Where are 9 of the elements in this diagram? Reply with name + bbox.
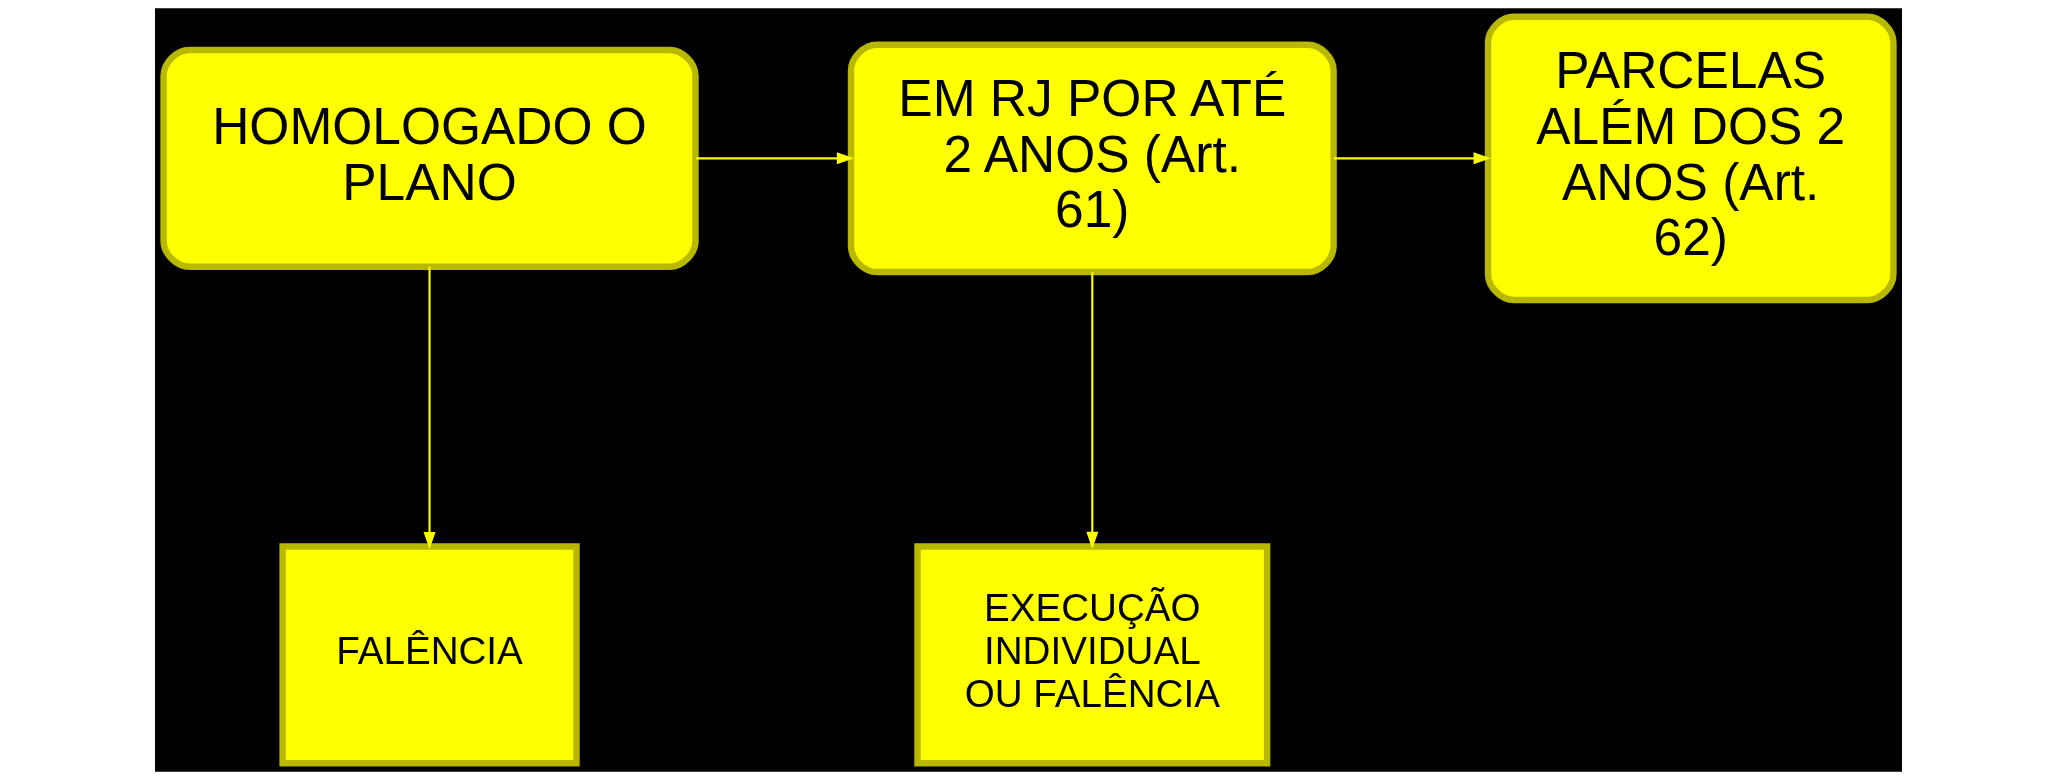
node-box: PARCELAS ALÉM DOS 2 ANOS (Art. 62) (1484, 13, 1897, 304)
arrow (696, 152, 854, 165)
node-box: EXECUÇÃO INDIVIDUAL OU FALÊNCIA (914, 543, 1271, 767)
node-box: FALÊNCIA (279, 543, 580, 767)
node-box: EM RJ POR ATÉ 2 ANOS (Art. 61) (847, 41, 1337, 276)
arrow (1334, 152, 1491, 165)
arrow (423, 266, 436, 550)
node-box: HOMOLOGADO O PLANO (160, 46, 699, 270)
arrow (1086, 272, 1099, 549)
